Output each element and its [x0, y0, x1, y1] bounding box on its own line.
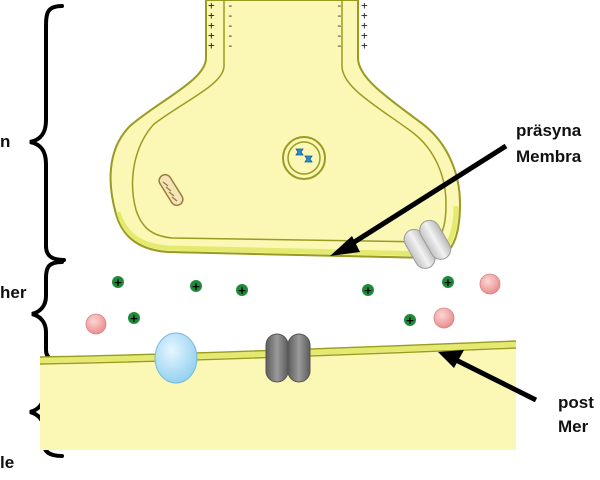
positive-ion	[190, 280, 202, 292]
membrane-charges-left: + + + + + - - - - -	[208, 0, 234, 52]
synaptic-vesicle	[282, 136, 326, 180]
svg-text:-: -	[227, 9, 234, 22]
postsynaptic-receptor-blue	[154, 332, 198, 384]
bracket-presynaptic	[29, 4, 66, 262]
positive-ion	[404, 314, 416, 326]
svg-text:+: +	[361, 0, 368, 12]
ion-charge-symbol: +	[443, 276, 452, 289]
svg-text:-: -	[336, 29, 343, 42]
ion-charge-symbol: +	[129, 312, 138, 325]
label-cleft-cut: her	[0, 283, 27, 302]
arrow-postsynaptic-membrane	[438, 350, 538, 403]
neurotransmitter-icon	[295, 148, 313, 163]
svg-text:+: +	[208, 29, 215, 42]
svg-text:+: +	[361, 9, 368, 22]
postsynaptic-membrane	[39, 341, 517, 363]
label-presynaptic-membrane-1: präsyna	[516, 121, 582, 140]
pink-ion	[433, 307, 455, 329]
svg-text:-: -	[227, 0, 234, 12]
pink-ion	[85, 313, 107, 335]
svg-text:+: +	[208, 39, 215, 52]
svg-text:+: +	[208, 19, 215, 32]
positive-ion	[442, 276, 454, 288]
svg-text:+: +	[361, 39, 368, 52]
label-postsynaptic-membrane-2: Mer	[558, 417, 589, 436]
positive-ion	[236, 284, 248, 296]
svg-text:-: -	[336, 9, 343, 22]
label-postsynaptic-membrane-1: post	[558, 393, 594, 412]
membrane-charges-right: - - - - - + + + + +	[336, 0, 368, 52]
label-postsynaptic-cut: le	[0, 453, 15, 472]
ion-charge-symbol: +	[113, 276, 122, 289]
presynaptic-ion-channel	[403, 219, 452, 269]
label-presynaptic-cut: n	[0, 132, 11, 151]
svg-text:-: -	[336, 39, 343, 52]
svg-text:+: +	[361, 29, 368, 42]
ion-charge-symbol: +	[191, 280, 200, 293]
ion-charge-symbol: +	[237, 284, 246, 297]
bracket-cleft	[31, 260, 66, 364]
cleft-ions: + + + + + + +	[85, 273, 501, 335]
pink-ion	[479, 273, 501, 295]
postsynaptic-ion-channel	[265, 333, 311, 383]
presynaptic-membrane	[115, 205, 459, 257]
svg-text:-: -	[336, 0, 343, 12]
svg-text:-: -	[227, 19, 234, 32]
mitochondrion	[158, 173, 184, 207]
label-presynaptic-membrane-2: Membra	[516, 147, 582, 166]
positive-ion	[128, 312, 140, 324]
ion-charge-symbol: +	[405, 314, 414, 327]
svg-text:+: +	[208, 0, 215, 12]
positive-ion	[362, 284, 374, 296]
svg-text:-: -	[336, 19, 343, 32]
svg-text:-: -	[227, 39, 234, 52]
arrow-presynaptic-membrane	[330, 143, 508, 256]
ion-charge-symbol: +	[363, 284, 372, 297]
svg-text:+: +	[361, 19, 368, 32]
positive-ion	[112, 276, 124, 288]
svg-text:+: +	[208, 9, 215, 22]
svg-text:-: -	[227, 29, 234, 42]
